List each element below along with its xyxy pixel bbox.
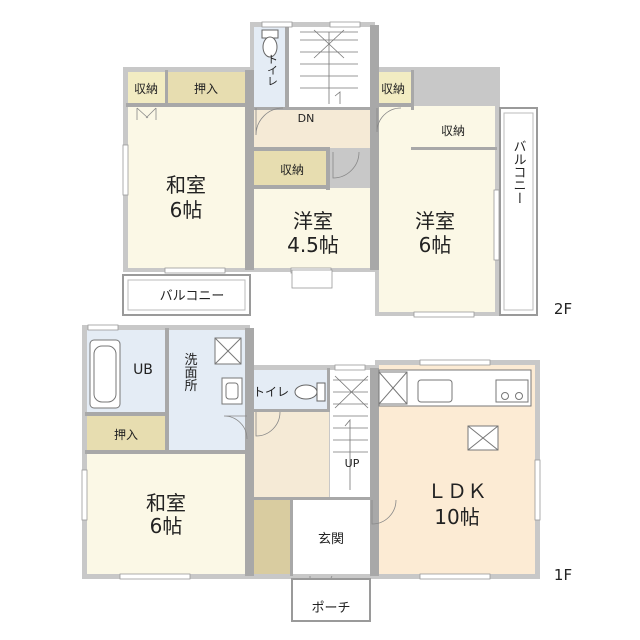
stairs-up-label: UP xyxy=(345,457,360,470)
closet-center-2f xyxy=(254,150,328,186)
youshitsu-a-name: 洋室 xyxy=(293,209,333,233)
balcony-bottom-2f xyxy=(122,274,251,316)
oshiire-2f xyxy=(167,72,245,104)
oshiire-1f xyxy=(87,416,165,450)
toilet-fixture-1f xyxy=(294,382,326,402)
doors-2f xyxy=(136,107,402,179)
washitsu-name-1f: 和室 xyxy=(146,491,186,515)
toilet-fixture-2f xyxy=(261,29,279,58)
stairs-1f xyxy=(333,375,369,490)
washitsu-size-2f: 6帖 xyxy=(170,198,203,222)
bathtub xyxy=(89,339,121,409)
stairs-2f xyxy=(300,29,358,104)
youshitsu-a-size: 4.5帖 xyxy=(287,233,339,257)
stairs-dn-label: DN xyxy=(298,112,315,125)
floor-label-1f: 1F xyxy=(554,566,572,584)
youshitsu-b-size: 6帖 xyxy=(419,233,452,257)
entrance-shoe-area xyxy=(254,500,290,574)
balcony-side-label: バルコニー xyxy=(511,140,527,205)
youshitsu-b-name: 洋室 xyxy=(415,209,455,233)
kitchen-counter xyxy=(378,369,532,407)
toilet-label-1f: トイレ xyxy=(253,385,289,399)
floor-label-2f: 2F xyxy=(554,300,572,318)
closet-center-label-2f: 収納 xyxy=(280,163,304,177)
oshiire-label-1f: 押入 xyxy=(114,428,138,442)
bath-label: UB xyxy=(133,362,153,378)
porch xyxy=(291,578,371,622)
closet-right-label-2f: 収納 xyxy=(441,124,465,138)
oshiire-label-2f: 押入 xyxy=(194,82,218,96)
floor-1: UB 洗面所 トイレ 押入 UP 和室 6帖 ＬＤＫ 10帖 玄関 ポーチ 1F xyxy=(81,324,572,622)
floor-2: 収納 押入 トイレ DN 収納 収納 収納 和室 6帖 洋室 4.5帖 洋室 6… xyxy=(122,21,572,318)
closet-right-top-2f xyxy=(375,72,411,106)
porch-label: ポーチ xyxy=(311,601,350,616)
ldk-name: ＬＤＫ xyxy=(427,479,487,503)
ldk-size: 10帖 xyxy=(434,505,479,529)
hall-1f-floor xyxy=(254,412,329,498)
entrance-label: 玄関 xyxy=(318,532,344,547)
closet-left-2f xyxy=(128,72,165,104)
youshitsu-b-floor xyxy=(379,106,495,312)
balcony-side-2f xyxy=(499,107,538,316)
ceiling-vent xyxy=(467,425,499,451)
closet-right-top-label-2f: 収納 xyxy=(381,82,405,96)
washitsu-size-1f: 6帖 xyxy=(150,514,183,538)
balcony-bottom-label: バルコニー xyxy=(160,289,225,304)
hall-2f-floor xyxy=(254,110,370,148)
windows-1f xyxy=(81,324,541,580)
washitsu-name-2f: 和室 xyxy=(166,173,206,197)
washitsu-2f-floor xyxy=(128,106,245,268)
washitsu-1f-floor xyxy=(87,454,245,574)
closet-left-label-2f: 収納 xyxy=(134,82,158,96)
washroom-fixtures xyxy=(214,337,243,405)
youshitsu-a-floor xyxy=(254,188,370,268)
bay-window-2f xyxy=(291,269,333,289)
entrance-floor xyxy=(292,500,370,574)
washroom-label: 洗面所 xyxy=(182,353,198,392)
toilet-label-2f: トイレ xyxy=(266,54,279,87)
